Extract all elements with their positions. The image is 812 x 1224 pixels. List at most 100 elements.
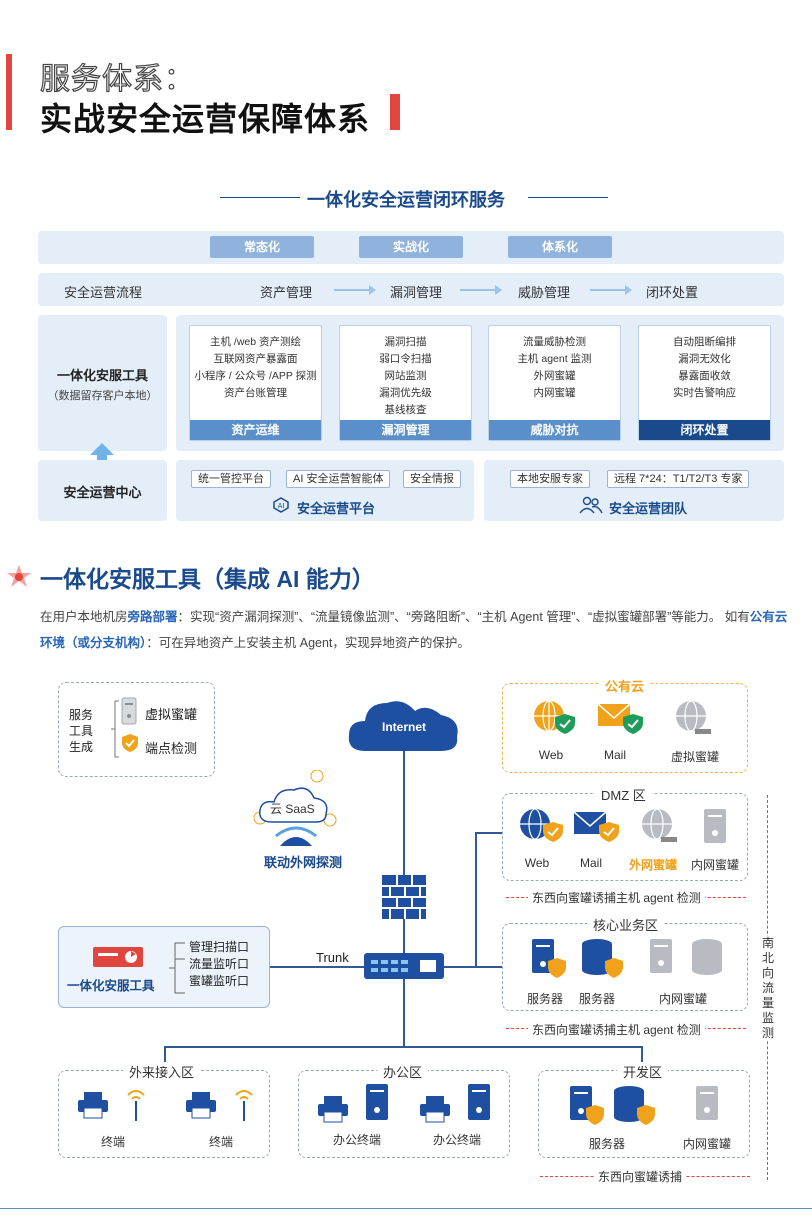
wifi-icon xyxy=(127,1090,145,1121)
core-ew-label: 东西向蜜罐诱捕主机 agent 检测 xyxy=(528,1021,705,1038)
bus-wire xyxy=(164,1046,642,1048)
team-icon xyxy=(579,496,603,514)
tool-card-vuln: 漏洞扫描弱口令扫描网站监测漏洞优先级基线核查 漏洞管理 xyxy=(339,325,472,441)
tool-card-asset: 主机 /web 资产测绘互联网资产暴露面小程序 / 公众号 /APP 探测资产台… xyxy=(189,325,322,441)
zone-item: 终端 xyxy=(208,1135,233,1149)
printer-icon xyxy=(78,1092,108,1119)
platform-tag: 统一管控平台 xyxy=(191,470,271,488)
trunk-label: Trunk xyxy=(316,950,349,965)
switch-right-wire xyxy=(442,966,476,968)
team-box: 本地安服专家 远程 7*24：T1/T2/T3 专家 安全运营团队 xyxy=(484,460,784,521)
section2-title: 一体化安服工具（集成 AI 能力） xyxy=(40,566,375,592)
header-accent-bar xyxy=(6,54,12,130)
legend-title: 服务 工具 生成 xyxy=(69,708,94,754)
platform-icon: AI xyxy=(273,497,289,513)
ns-label: 南北向流量监测 xyxy=(759,936,777,1041)
dmz-item: 外网蜜罐 xyxy=(628,858,677,872)
zone-item: 内网蜜罐 xyxy=(682,1137,731,1151)
port-bracket xyxy=(169,942,185,994)
pillars-row: 常态化 实战化 体系化 xyxy=(38,231,784,264)
zone-item: 办公终端 xyxy=(432,1133,481,1147)
zone-title: 办公区 xyxy=(377,1062,429,1081)
web-globe-icon xyxy=(534,700,575,734)
dmz-item: Web xyxy=(524,856,550,870)
flow-arrow-icon xyxy=(334,285,376,295)
pillar-1: 常态化 xyxy=(210,236,314,258)
external-zone: 外来接入区 终端 终端 xyxy=(58,1062,270,1158)
core-item: 服务器 xyxy=(578,992,615,1006)
tool-card-footer: 闭环处置 xyxy=(639,420,770,440)
center-label: 安全运营中心 xyxy=(63,485,142,500)
server-icon xyxy=(570,1086,604,1125)
appliance-box: 一体化安服工具 管理扫描口流量监听口蜜罐监听口 xyxy=(58,926,270,1008)
saas-probe-label: 联动外网探测 xyxy=(264,855,343,870)
platform-name: 安全运营平台 xyxy=(297,501,376,516)
flow-step-4: 闭环处置 xyxy=(646,285,699,300)
core-zone: 核心业务区 服务器 服务器 内网蜜罐 xyxy=(502,915,748,1011)
honeypot-globe-icon xyxy=(676,700,711,734)
tools-label: 一体化安服工具 xyxy=(56,368,148,383)
server-icon xyxy=(532,939,566,978)
tools-label-box: 一体化安服工具 （数据留存客户本地） xyxy=(38,315,167,451)
internet-cloud-icon xyxy=(348,701,458,751)
wifi-icon xyxy=(235,1090,253,1121)
tool-card-footer: 漏洞管理 xyxy=(340,420,471,440)
appliance-ports: 管理扫描口流量监听口蜜罐监听口 xyxy=(189,940,250,988)
tool-card-footer: 资产运维 xyxy=(190,420,321,440)
platform-tag: AI 安全运营智能体 xyxy=(286,470,391,488)
core-item: 内网蜜罐 xyxy=(658,992,707,1006)
core-title: 核心业务区 xyxy=(587,915,665,934)
dmz-title: DMZ 区 xyxy=(595,785,652,804)
platform-box: 统一管控平台 AI 安全运营智能体 安全情报 AI 安全运营平台 xyxy=(176,460,474,521)
title-rule-left xyxy=(220,197,300,198)
appliance-label: 一体化安服工具 xyxy=(67,979,155,993)
mail-icon xyxy=(597,703,643,734)
printer-icon xyxy=(318,1096,348,1123)
dmz-riser-wire xyxy=(475,832,477,968)
title-rule-right xyxy=(528,197,608,198)
dev-zone: 开发区 服务器 内网蜜罐 xyxy=(538,1062,750,1158)
trunk-wire xyxy=(270,966,366,968)
star-icon xyxy=(7,565,31,587)
flow-row: 安全运营流程 资产管理 漏洞管理 威胁管理 闭环处置 xyxy=(38,273,784,306)
cloud-item: Mail xyxy=(603,748,626,762)
center-label-box: 安全运营中心 xyxy=(38,460,167,521)
public-cloud-title: 公有云 xyxy=(599,676,651,695)
tool-card-footer: 威胁对抗 xyxy=(489,420,620,440)
dmz-item: Mail xyxy=(579,856,602,870)
flow-arrow-icon xyxy=(590,285,632,295)
team-tag: 远程 7*24：T1/T2/T3 专家 xyxy=(607,470,750,488)
downlink-wire xyxy=(403,975,405,1047)
core-wire xyxy=(475,966,502,968)
server-icon xyxy=(468,1084,490,1120)
honeypot-icon xyxy=(121,697,137,725)
zone-item: 办公终端 xyxy=(332,1133,381,1147)
zone-item: 服务器 xyxy=(588,1137,625,1151)
web-globe-icon xyxy=(520,808,563,842)
flow-arrow-icon xyxy=(460,285,502,295)
legend-item: 虚拟蜜罐 xyxy=(145,707,198,722)
honeypot-globe-icon xyxy=(642,808,677,842)
public-cloud-zone: 公有云 Web Mail 虚拟蜜罐 xyxy=(502,676,748,773)
appliance-icon xyxy=(93,947,143,967)
zone-title: 开发区 xyxy=(617,1062,669,1081)
uplink-wire xyxy=(403,750,405,960)
switch-icon xyxy=(364,953,444,979)
database-icon xyxy=(582,939,623,978)
flow-step-3: 威胁管理 xyxy=(518,285,571,300)
dev-ew-label: 东西向蜜罐诱捕 xyxy=(594,1168,687,1185)
section1-title: 一体化安全运营闭环服务 xyxy=(307,190,505,210)
internet-label: Internet xyxy=(381,720,426,734)
printer-icon xyxy=(420,1096,450,1123)
tool-card-closure: 自动阻断编排漏洞无效化暴露面收敛实时告警响应 闭环处置 xyxy=(638,325,771,441)
honeypot-server-icon xyxy=(704,809,726,843)
honeypot-server-icon xyxy=(650,939,672,973)
office-zone: 办公区 办公终端 办公终端 xyxy=(298,1062,510,1158)
drop-wire xyxy=(164,1046,166,1070)
title-end-bar xyxy=(390,94,400,130)
team-name: 安全运营团队 xyxy=(609,501,688,516)
page-title: 实战安全运营保障体系 xyxy=(40,101,371,137)
footer-rule xyxy=(0,1208,812,1209)
legend-box: 服务 工具 生成 虚拟蜜罐 端点检测 xyxy=(58,682,215,777)
dmz-wire xyxy=(475,832,502,834)
